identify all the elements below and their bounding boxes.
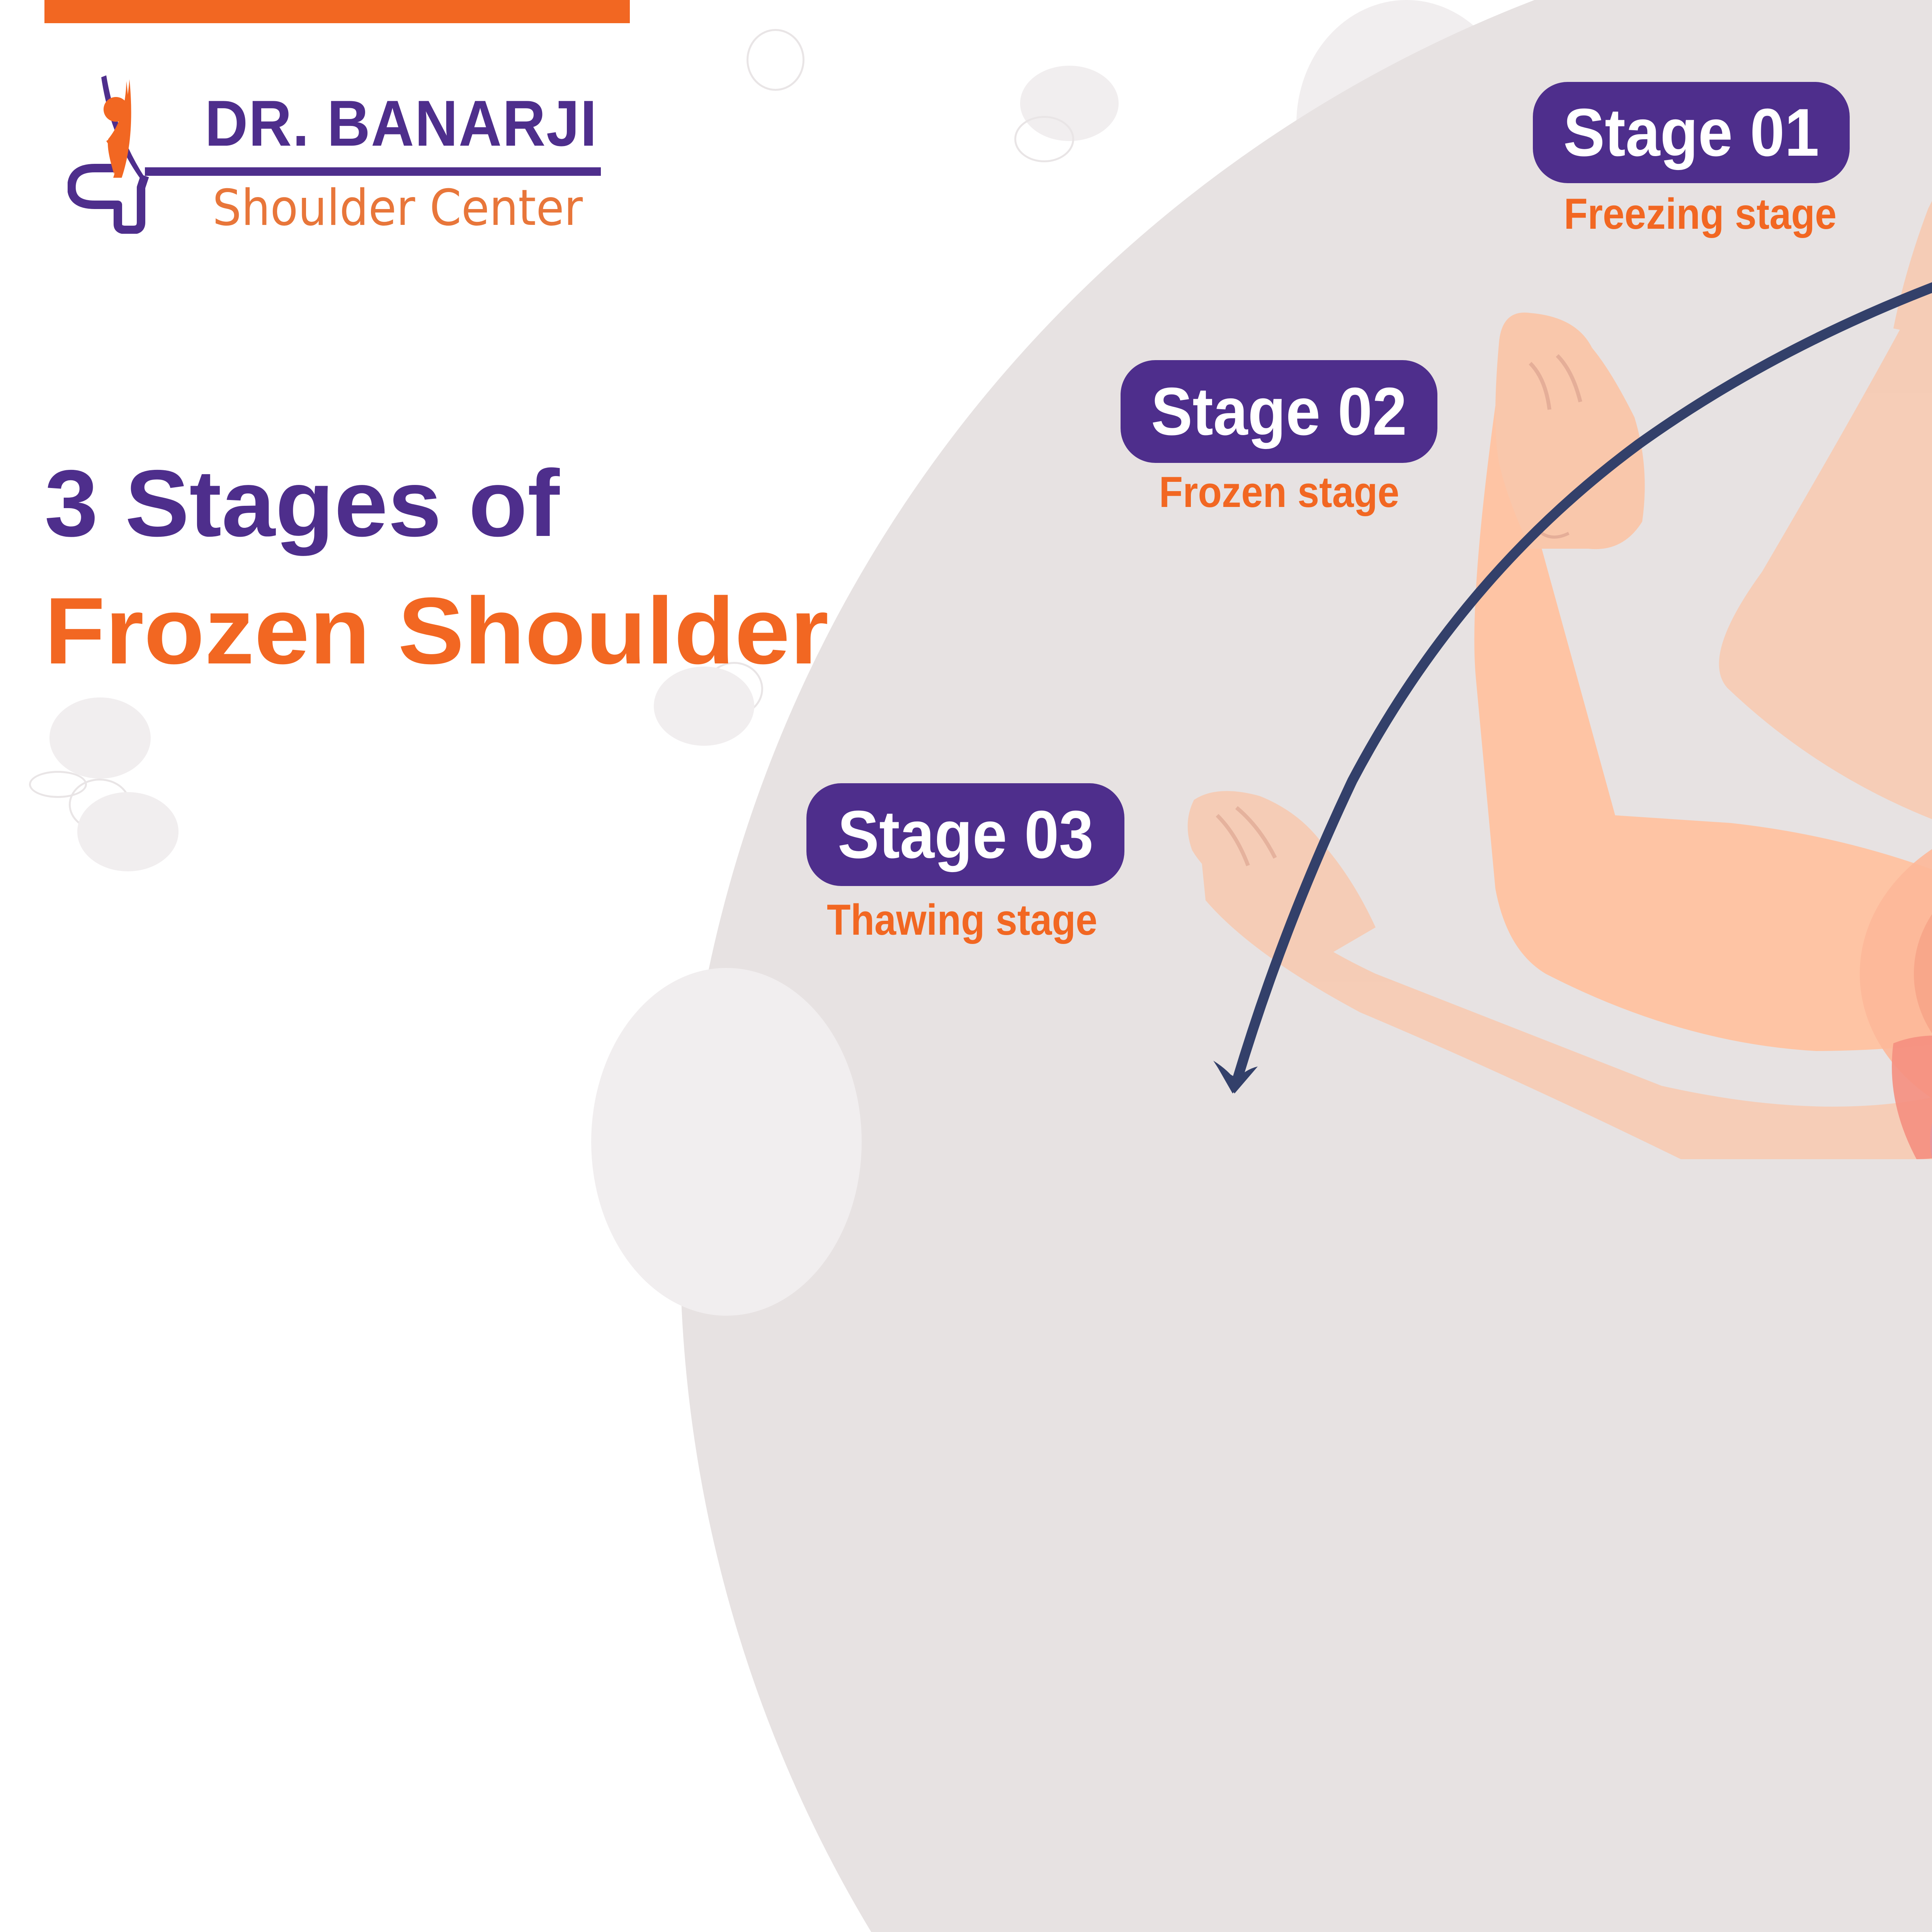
arc-arrow-icon — [1213, 282, 1932, 1094]
arm-illustration — [1187, 201, 1932, 1159]
arm-stage-3 — [1187, 791, 1932, 1159]
stage-1-name: Freezing stage — [1564, 190, 1837, 238]
stage-3-label: Stage 03 — [837, 797, 1094, 872]
stage-2-badge: Stage 02 — [1121, 360, 1437, 463]
stage-1-label: Stage 01 — [1563, 95, 1820, 170]
decor-ring — [1014, 116, 1074, 162]
stage-3-badge: Stage 03 — [806, 783, 1124, 886]
headline-line-2: Frozen Shoulder — [44, 578, 829, 684]
decor-circle — [654, 667, 754, 746]
brand-logo[interactable]: DR. BANARJI Shoulder Center — [68, 71, 601, 234]
arm-stage-2 — [1474, 312, 1932, 1051]
brand-mark-icon — [68, 75, 149, 234]
decor-circle — [49, 697, 151, 779]
headline-line-1: 3 Stages of — [44, 450, 560, 556]
top-accent-bar — [44, 0, 630, 23]
brand-tagline: Shoulder Center — [213, 179, 583, 237]
stage-3-name: Thawing stage — [827, 896, 1098, 944]
stage-2-label: Stage 02 — [1151, 374, 1407, 449]
shoulder-pain-icon — [1860, 849, 1932, 1159]
decor-circle — [77, 792, 179, 871]
brand-name: DR. BANARJI — [205, 87, 598, 160]
decor-ring — [747, 29, 804, 91]
logo-divider — [145, 167, 601, 176]
stage-2-name: Frozen stage — [1159, 468, 1399, 516]
stage-1-badge: Stage 01 — [1533, 82, 1850, 183]
